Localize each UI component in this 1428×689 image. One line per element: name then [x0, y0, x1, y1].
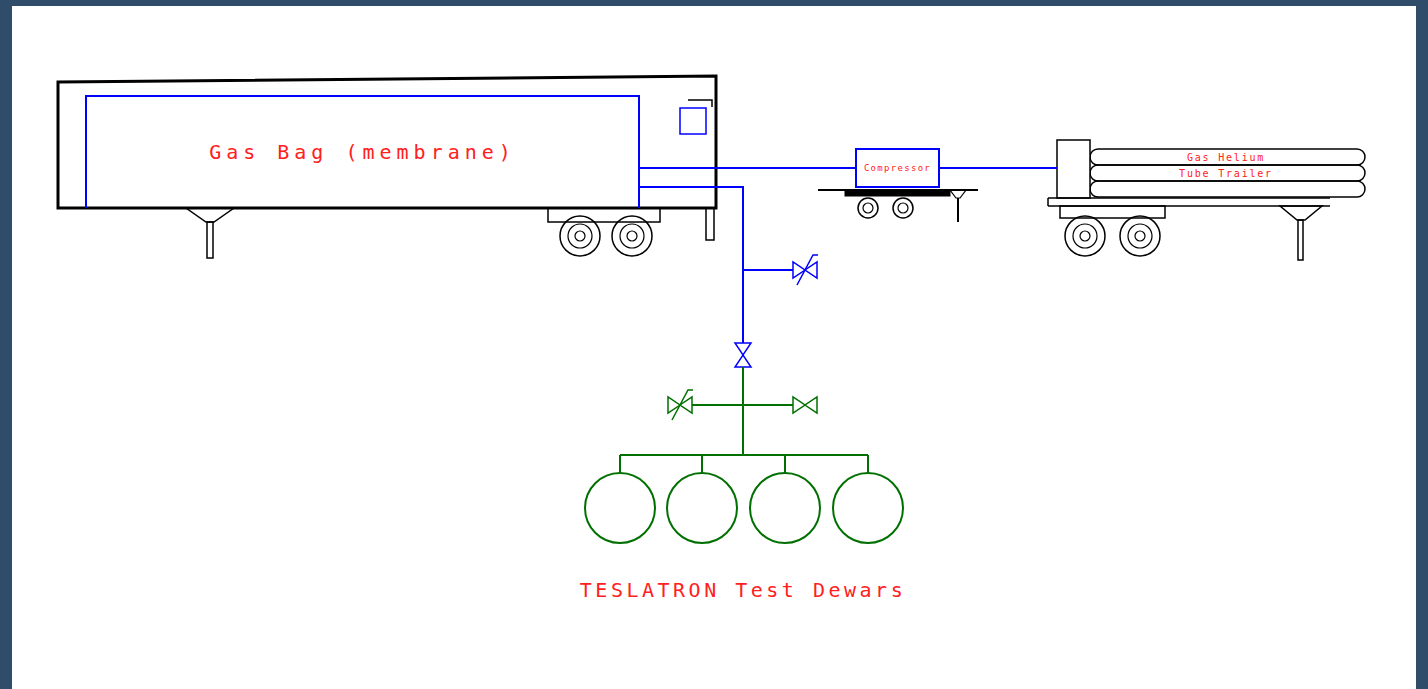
pipe-connector [940, 167, 1057, 169]
node-text: Gas Bag (membrane) [209, 141, 516, 164]
node-text: Tube Trailer [1179, 166, 1273, 182]
dewar-caption: TESLATRON Test Dewars [580, 578, 906, 602]
blue-piping [640, 187, 818, 367]
gas-bag-box: Gas Bag (membrane) [85, 95, 640, 208]
tube-trailer-box: Gas HeliumTube Trailer [1057, 150, 1365, 198]
pipe-connector [640, 167, 855, 169]
green-piping [585, 367, 903, 543]
node-text: Gas Helium [1187, 150, 1265, 166]
compressor-box: Compressor [855, 148, 940, 188]
control-box [680, 108, 706, 134]
semi-trailer [58, 76, 716, 258]
node-text: Compressor [864, 163, 931, 173]
compressor-skid [818, 190, 978, 222]
tube-trailer-drawing [1048, 140, 1365, 260]
